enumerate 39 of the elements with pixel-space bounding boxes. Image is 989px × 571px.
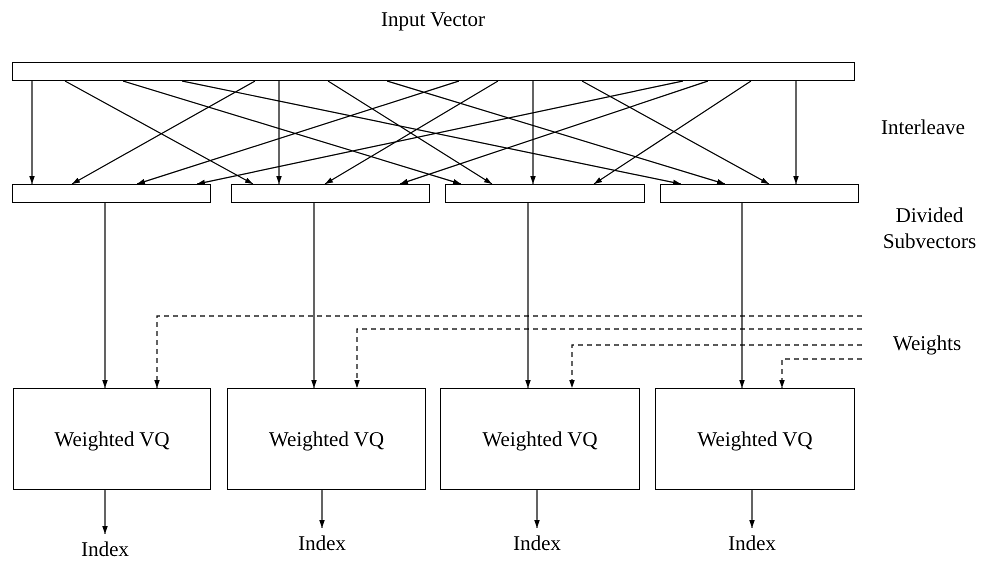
annotation-label: Divided Subvectors: [882, 202, 978, 254]
box-label: Weighted VQ: [54, 426, 170, 452]
output-label: Index: [72, 537, 138, 562]
process-box: [13, 388, 211, 490]
box-label: Weighted VQ: [697, 426, 813, 452]
vector-bar: [12, 62, 855, 81]
arrow: [29, 81, 35, 184]
title: Input Vector: [380, 6, 486, 32]
process-box: [655, 388, 855, 490]
arrow: [102, 203, 108, 388]
arrow: [319, 490, 325, 528]
dashed-arrow: [569, 344, 862, 388]
annotation-label: Weights: [892, 330, 962, 356]
process-box: [440, 388, 640, 490]
box-label: Weighted VQ: [268, 426, 384, 452]
box-label: Weighted VQ: [482, 426, 598, 452]
arrow: [739, 203, 745, 388]
arrow: [749, 490, 755, 528]
arrow: [530, 81, 536, 184]
dashed-arrow: [154, 315, 862, 388]
output-label: Index: [504, 531, 570, 556]
vector-bar: [12, 184, 211, 203]
arrow: [311, 203, 317, 388]
arrow: [276, 81, 282, 184]
vector-bar: [231, 184, 430, 203]
vector-bar: [445, 184, 645, 203]
output-label: Index: [289, 531, 355, 556]
arrow: [793, 81, 799, 184]
dashed-arrow: [779, 358, 862, 388]
dashed-arrow: [354, 328, 862, 388]
arrow: [534, 490, 540, 528]
output-label: Index: [719, 531, 785, 556]
arrow: [594, 80, 752, 184]
annotation-label: Interleave: [880, 114, 966, 140]
arrow: [102, 490, 108, 534]
vector-bar: [660, 184, 859, 203]
arrow: [582, 80, 770, 185]
process-box: [227, 388, 426, 490]
arrow: [525, 203, 531, 388]
